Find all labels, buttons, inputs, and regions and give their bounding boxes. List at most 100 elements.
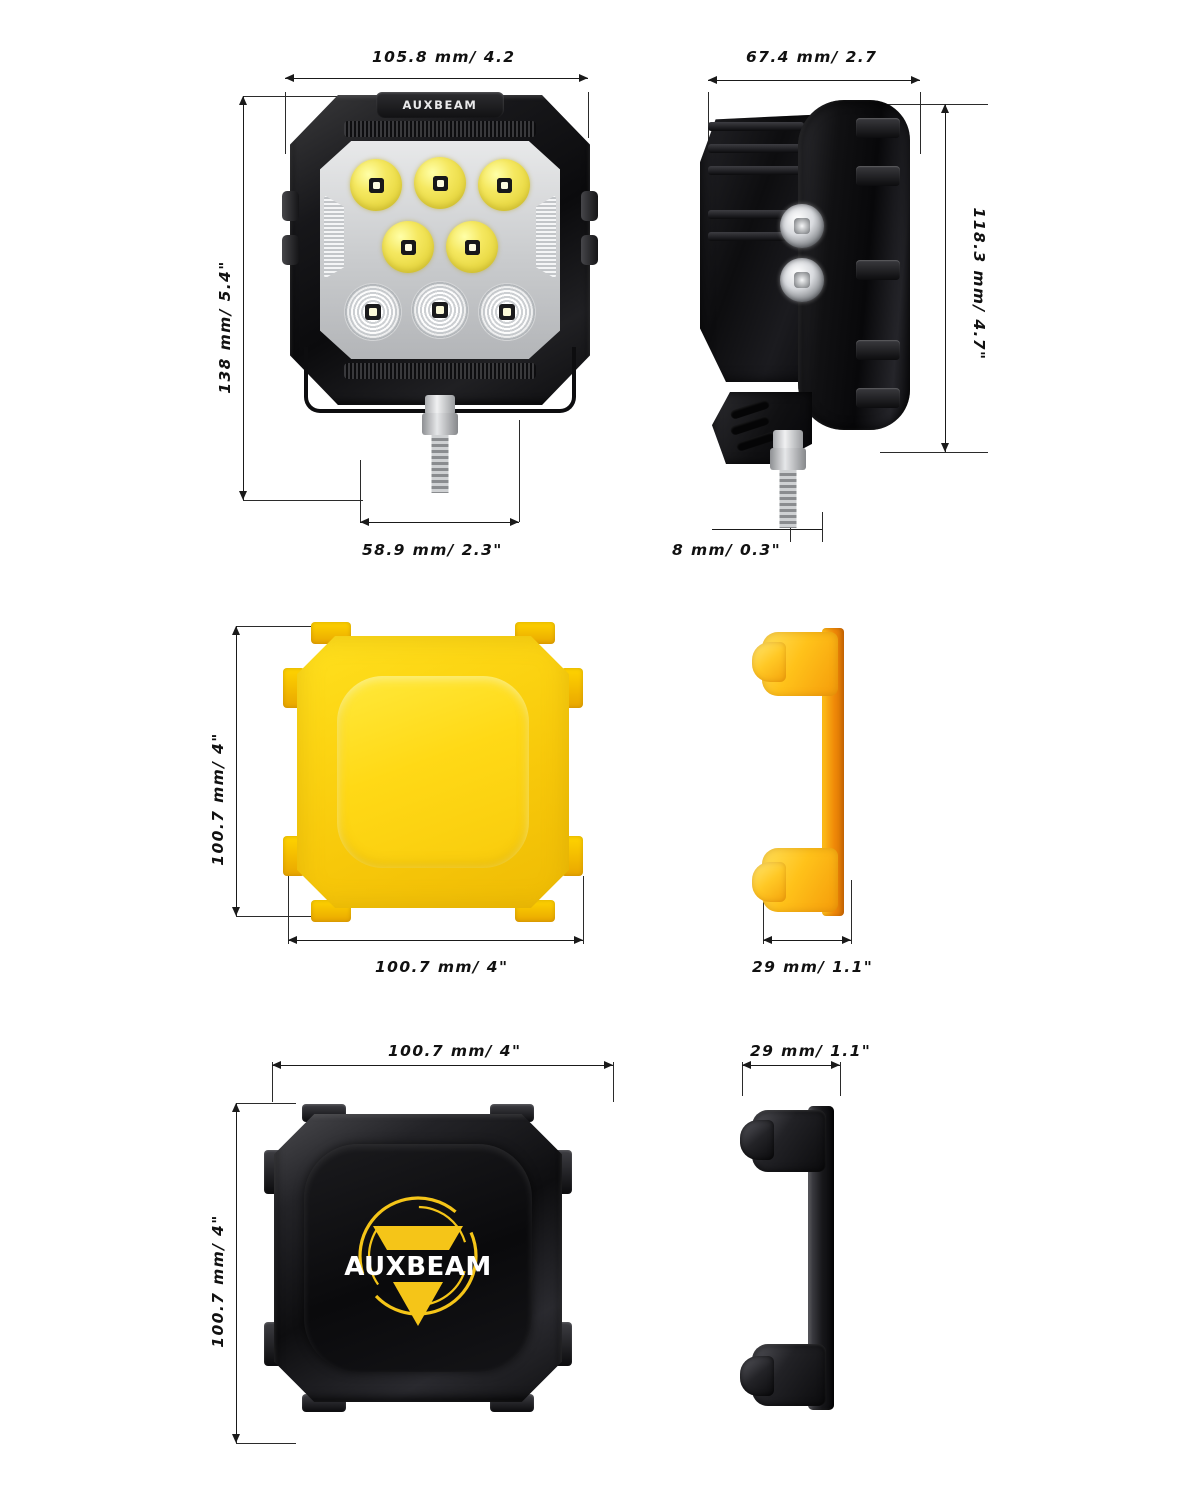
brand-label: AUXBEAM xyxy=(402,98,478,112)
ext-line xyxy=(243,96,361,97)
arrow-left xyxy=(708,76,717,84)
ext-line xyxy=(236,1443,296,1444)
pod-ear-left-bottom xyxy=(282,235,299,265)
protective-cover-front-view: AUXBEAM xyxy=(264,1104,572,1412)
dim-line xyxy=(236,1103,237,1443)
dim-pod-side-width-top: 67.4 mm/ 2.7 xyxy=(746,48,878,66)
ext-line xyxy=(236,626,346,627)
ext-line xyxy=(243,500,363,501)
dim-pod-front-width-top: 105.8 mm/ 4.2 xyxy=(372,48,516,66)
side-shooter-right xyxy=(536,195,556,279)
dim-line xyxy=(708,80,920,81)
vent-grill-top xyxy=(344,121,536,137)
housing-rib xyxy=(856,166,900,186)
ext-line xyxy=(840,1062,841,1096)
arrow-down xyxy=(232,1434,240,1443)
dim-pod-side-height-right: 118.3 mm/ 4.7" xyxy=(970,207,988,361)
ext-line xyxy=(360,460,361,522)
ext-line xyxy=(763,880,764,944)
ext-line xyxy=(588,92,589,138)
arrow-left xyxy=(742,1061,751,1069)
lens-face xyxy=(320,141,560,359)
arrow-right xyxy=(510,518,519,526)
dim-cover-front-height-left: 100.7 mm/ 4" xyxy=(209,1214,227,1348)
ext-line xyxy=(272,1062,273,1102)
arrow-right xyxy=(911,76,920,84)
dim-line xyxy=(272,1065,613,1066)
arrow-up xyxy=(232,1103,240,1112)
pod-front-view: AUXBEAM xyxy=(282,92,598,493)
housing-rib xyxy=(856,118,900,138)
heat-fin xyxy=(708,210,804,219)
led-white-reflector xyxy=(344,283,402,341)
ext-line xyxy=(880,452,988,453)
heat-fin xyxy=(708,232,804,241)
led-yellow xyxy=(478,159,530,211)
arrow-right xyxy=(579,74,588,82)
ext-line xyxy=(519,420,520,522)
housing-rib xyxy=(856,340,900,360)
dim-line xyxy=(243,96,244,500)
cover-face: AUXBEAM xyxy=(304,1144,532,1372)
dim-line xyxy=(742,1065,840,1066)
housing-rib xyxy=(856,260,900,280)
led-yellow xyxy=(382,221,434,273)
heat-fin xyxy=(708,166,804,175)
arrow-down xyxy=(232,907,240,916)
dim-lens-front-width-bottom: 100.7 mm/ 4" xyxy=(375,958,509,976)
side-shooter-lens xyxy=(780,204,824,248)
dim-line xyxy=(236,626,237,916)
arrow-left xyxy=(272,1061,281,1069)
mount-threaded-stud xyxy=(779,470,797,528)
ext-line xyxy=(920,92,921,154)
cover-hook-top xyxy=(740,1120,774,1160)
arrow-up xyxy=(941,104,949,113)
led-white-reflector xyxy=(478,283,536,341)
dim-line xyxy=(712,529,822,530)
lens-cover-front-view xyxy=(283,622,583,922)
dim-line xyxy=(763,940,851,941)
arrow-up xyxy=(232,626,240,635)
arrow-down xyxy=(941,443,949,452)
arrow-left xyxy=(288,936,297,944)
dim-cover-side-width-top: 29 mm/ 1.1" xyxy=(750,1042,872,1060)
dim-line xyxy=(285,78,588,79)
lens-hook-bottom xyxy=(752,862,786,902)
dim-cover-front-width-top: 100.7 mm/ 4" xyxy=(388,1042,522,1060)
dim-line xyxy=(360,522,519,523)
auxbeam-logo-mark: AUXBEAM xyxy=(344,1196,491,1326)
arrow-right xyxy=(831,1061,840,1069)
lens-cover-inner-face xyxy=(337,676,529,868)
mount-nut xyxy=(422,413,458,435)
led-white-reflector xyxy=(411,281,469,339)
ext-line xyxy=(742,1062,743,1096)
ext-line xyxy=(708,92,709,140)
housing-rib xyxy=(856,388,900,408)
heat-fin xyxy=(708,144,804,153)
ext-line xyxy=(236,916,346,917)
lens-cover-body xyxy=(297,636,569,908)
auxbeam-logo: AUXBEAM xyxy=(333,1178,503,1338)
ext-line xyxy=(613,1062,614,1102)
ext-line xyxy=(288,876,289,944)
cover-hook-bottom xyxy=(740,1356,774,1396)
ext-line xyxy=(236,1103,296,1104)
ext-line xyxy=(822,512,823,542)
arrow-up xyxy=(239,96,247,105)
heat-fin xyxy=(708,122,804,131)
dim-line xyxy=(945,104,946,452)
arrow-right xyxy=(574,936,583,944)
ext-line xyxy=(583,876,584,944)
arrow-right xyxy=(842,936,851,944)
pod-ear-right-bottom xyxy=(581,235,598,265)
brand-badge: AUXBEAM xyxy=(376,92,504,118)
arrow-left xyxy=(360,518,369,526)
lens-cover-side-view xyxy=(750,622,860,922)
dim-pod-front-height-left: 138 mm/ 5.4" xyxy=(216,260,234,394)
lens-hook-top xyxy=(752,642,786,682)
arrow-right xyxy=(604,1061,613,1069)
dim-pod-side-width-bottom: 8 mm/ 0.3" xyxy=(672,541,782,559)
led-yellow xyxy=(446,221,498,273)
mount-bolt-head xyxy=(773,430,803,450)
